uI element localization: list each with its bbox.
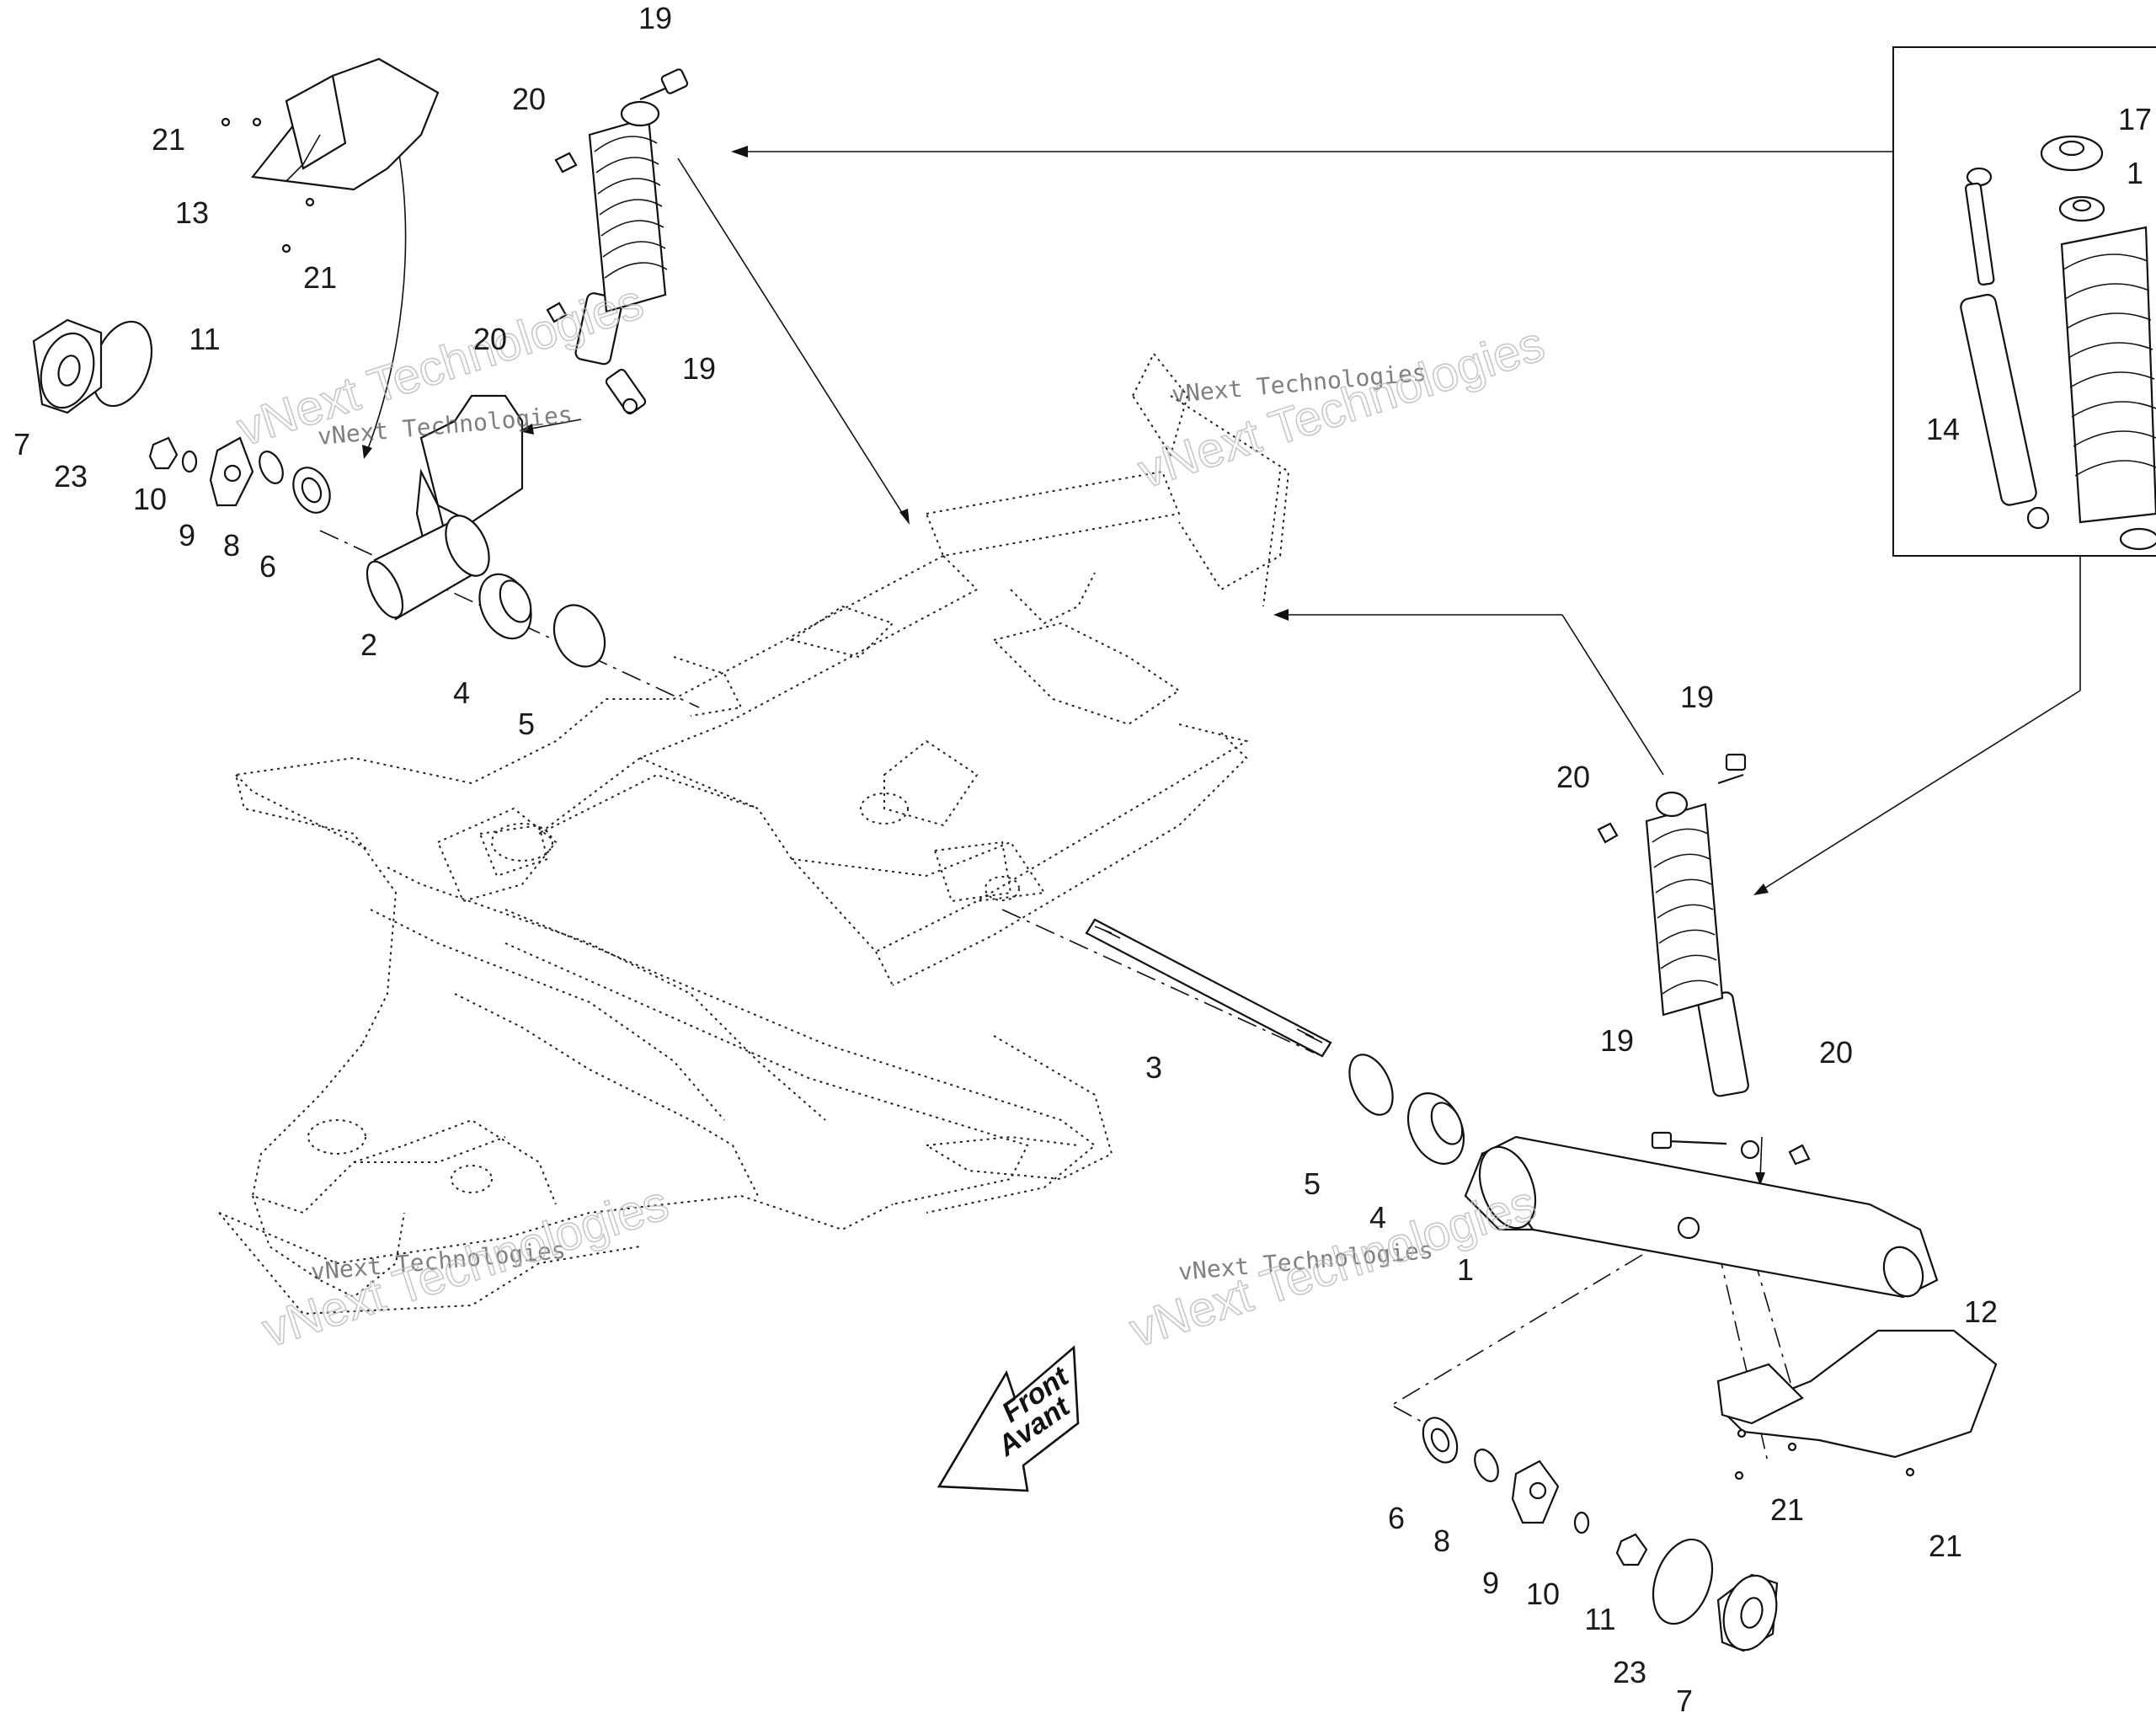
callout-label: 7 bbox=[13, 427, 30, 462]
cap-7 bbox=[32, 318, 103, 414]
bearing-4 bbox=[478, 573, 532, 640]
right-suspension-parts bbox=[1348, 753, 1998, 1652]
callout-label: 21 bbox=[303, 260, 337, 295]
callout-label: 19 bbox=[638, 1, 672, 35]
callout-label: 23 bbox=[54, 459, 88, 494]
inset-spring bbox=[2060, 226, 2156, 524]
callout-label: 20 bbox=[1556, 760, 1590, 794]
callout-label: 11 bbox=[189, 322, 220, 356]
callout-label: 7 bbox=[1676, 1684, 1693, 1718]
callout-label: 6 bbox=[259, 549, 276, 584]
callout-label: 20 bbox=[1819, 1035, 1853, 1070]
callout-label: 5 bbox=[518, 707, 535, 741]
chassis-frame bbox=[218, 352, 1290, 1315]
callout-label: 17 bbox=[2118, 102, 2152, 136]
axis-lines bbox=[319, 530, 1803, 1466]
callout-label: 19 bbox=[1680, 680, 1714, 714]
reference-arrows bbox=[362, 100, 2081, 1186]
left-suspension-parts bbox=[32, 57, 1332, 1058]
callout-label: 10 bbox=[133, 482, 167, 516]
callout-label: 10 bbox=[1526, 1577, 1560, 1611]
callout-label: 4 bbox=[1369, 1200, 1386, 1235]
trailing-arm-1 bbox=[1464, 1135, 1939, 1299]
callout-label: 21 bbox=[1929, 1529, 1962, 1563]
callout-label: 9 bbox=[1482, 1566, 1499, 1600]
callout-label: 11 bbox=[1584, 1602, 1615, 1636]
callout-label: 8 bbox=[1433, 1524, 1450, 1558]
detail-inset bbox=[1892, 46, 2156, 557]
callout-label: 2 bbox=[360, 627, 377, 662]
guard-12 bbox=[1725, 1329, 1998, 1459]
bracket bbox=[419, 394, 524, 524]
front-direction-arrow: Front Avant bbox=[937, 1345, 1080, 1492]
callout-label: 21 bbox=[152, 122, 185, 157]
callout-label: 21 bbox=[1770, 1492, 1804, 1527]
callout-label: 8 bbox=[223, 528, 240, 563]
callout-label: 19 bbox=[682, 351, 716, 386]
watermarks: vNext Technologies vNext Technologies vN… bbox=[230, 274, 1551, 1359]
watermark-large: vNext Technologies bbox=[1132, 316, 1550, 499]
callout-label: 20 bbox=[512, 82, 546, 116]
callout-label: 3 bbox=[1145, 1050, 1162, 1085]
callout-label: 23 bbox=[1613, 1655, 1646, 1689]
callout-label: 6 bbox=[1388, 1501, 1405, 1535]
callout-label: 4 bbox=[453, 675, 470, 710]
callout-label: 1 bbox=[2127, 156, 2143, 190]
callout-label: 13 bbox=[175, 195, 209, 230]
shock-spring-right bbox=[1645, 791, 1760, 1160]
callout-label: 19 bbox=[1600, 1023, 1634, 1058]
sleeve-2 bbox=[366, 515, 490, 621]
callout-label: 1 bbox=[1457, 1252, 1474, 1287]
shaft-3 bbox=[1085, 918, 1332, 1058]
callout-label: 20 bbox=[473, 322, 507, 356]
guard-13 bbox=[250, 57, 440, 191]
callout-label: 9 bbox=[179, 518, 195, 552]
callout-label: 12 bbox=[1964, 1294, 1998, 1329]
shock-spring-left bbox=[574, 100, 668, 366]
inset-shock-14 bbox=[1960, 167, 2050, 530]
callout-label: 14 bbox=[1926, 412, 1960, 446]
callout-label: 5 bbox=[1304, 1166, 1321, 1201]
